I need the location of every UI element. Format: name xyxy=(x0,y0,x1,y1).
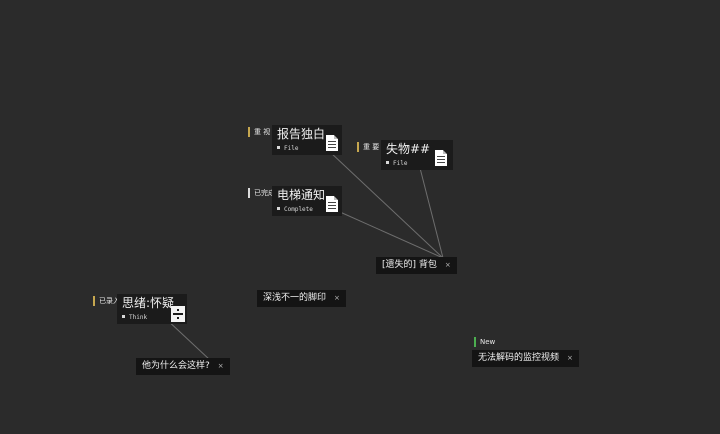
pill-video-label: 无法解码的监控视频 xyxy=(478,353,560,363)
node-tag-report: 重 视 xyxy=(248,127,270,137)
node-thought[interactable]: 思绪:怀疑 Think xyxy=(117,294,187,324)
node-sub-elevator: Complete xyxy=(284,206,313,213)
bullet-icon xyxy=(277,146,280,149)
node-title-thought: 思绪:怀疑 xyxy=(122,296,175,310)
pill-why-label: 他为什么会这样? xyxy=(142,361,210,371)
pill-bag[interactable]: [遗失的] 背包 × xyxy=(376,257,457,274)
node-sub-lost: File xyxy=(393,160,408,167)
node-elevator[interactable]: 电梯通知 Complete xyxy=(272,186,342,216)
close-icon[interactable]: × xyxy=(334,294,340,302)
node-title-lost: 失物## xyxy=(386,142,431,156)
pill-footprint-label: 深浅不一的脚印 xyxy=(263,293,327,303)
node-sub-thought: Think xyxy=(129,314,148,321)
node-sub-report: File xyxy=(284,145,299,152)
file-document-icon xyxy=(435,150,447,166)
node-tag-elevator: 已完成 xyxy=(248,188,275,198)
link-lost-bag xyxy=(419,167,444,259)
pill-bag-label: [遗失的] 背包 xyxy=(382,260,437,270)
pill-video[interactable]: 无法解码的监控视频 × xyxy=(472,350,579,367)
node-report[interactable]: 报告独白 File xyxy=(272,125,342,155)
node-title-report: 报告独白 xyxy=(277,127,326,141)
node-lost[interactable]: 失物## File xyxy=(381,140,453,170)
file-document-icon xyxy=(326,196,338,212)
file-document-icon xyxy=(326,135,338,151)
divide-icon xyxy=(171,306,185,322)
pill-video-tag: New xyxy=(474,337,495,347)
bullet-icon xyxy=(277,207,280,210)
pill-why[interactable]: 他为什么会这样? × xyxy=(136,358,230,375)
close-icon[interactable]: × xyxy=(217,362,224,370)
pill-footprint[interactable]: 深浅不一的脚印 × xyxy=(257,290,346,307)
node-tag-lost: 重 要 xyxy=(357,142,379,152)
node-tag-thought: 已录入 xyxy=(93,296,120,306)
node-title-elevator: 电梯通知 xyxy=(277,188,326,202)
close-icon[interactable]: × xyxy=(444,261,451,269)
close-icon[interactable]: × xyxy=(567,354,573,362)
bullet-icon xyxy=(386,161,389,164)
link-thought-why xyxy=(164,317,211,361)
bullet-icon xyxy=(122,315,125,318)
link-elevator-bag xyxy=(339,211,444,259)
